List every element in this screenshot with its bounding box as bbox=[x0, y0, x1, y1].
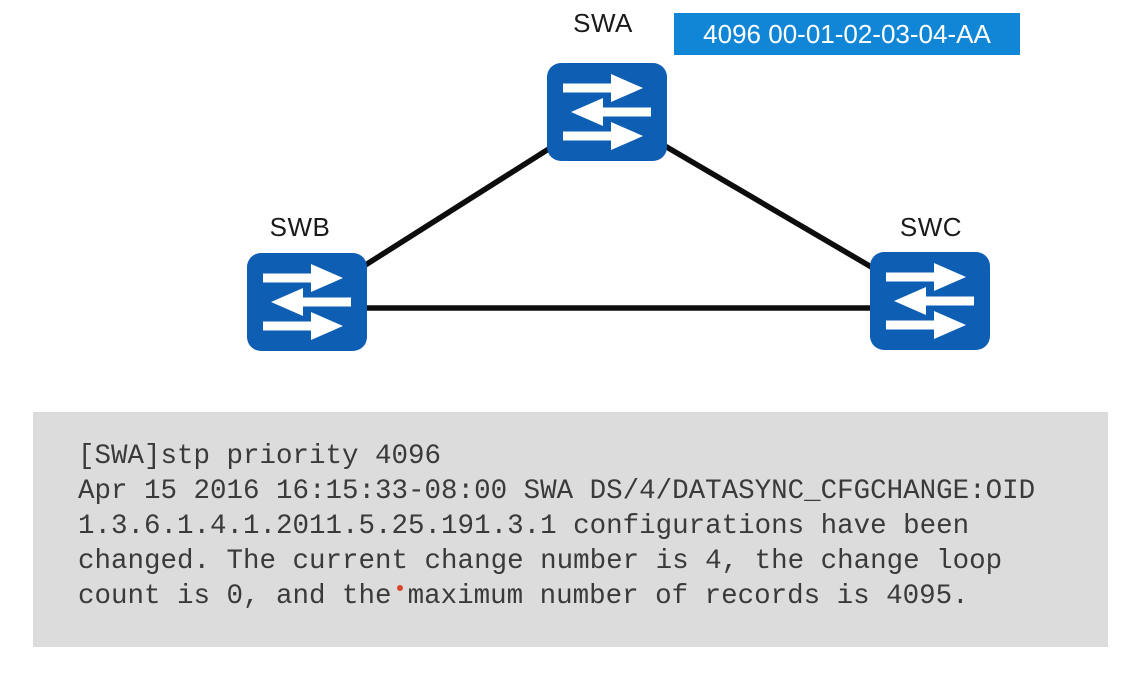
switch-icon-swa bbox=[547, 63, 667, 161]
console-line-last-before: count is 0, and the bbox=[78, 581, 392, 612]
switch-icon-swb bbox=[247, 253, 367, 351]
console-line-last: count is 0, and the maximum number of rec… bbox=[78, 579, 1108, 614]
console-line: [SWA]stp priority 4096 bbox=[78, 441, 442, 472]
node-label-swb: SWB bbox=[269, 212, 331, 242]
console-line-last-after: maximum number of records is 4095. bbox=[407, 581, 969, 612]
switch-icon-swc bbox=[870, 252, 990, 350]
node-label-swa: SWA bbox=[573, 8, 633, 38]
console-output-box: [SWA]stp priority 4096 Apr 15 2016 16:15… bbox=[33, 412, 1108, 647]
console-line: changed. The current change number is 4,… bbox=[78, 546, 1003, 577]
console-line: 1.3.6.1.4.1.2011.5.25.191.3.1 configurat… bbox=[78, 511, 970, 542]
node-label-swc: SWC bbox=[899, 212, 963, 242]
swa-bridge-id-tag: 4096 00-01-02-03-04-AA bbox=[674, 13, 1020, 55]
console-line: Apr 15 2016 16:15:33-08:00 SWA DS/4/DATA… bbox=[78, 476, 1036, 507]
red-dot-marker bbox=[396, 585, 403, 591]
